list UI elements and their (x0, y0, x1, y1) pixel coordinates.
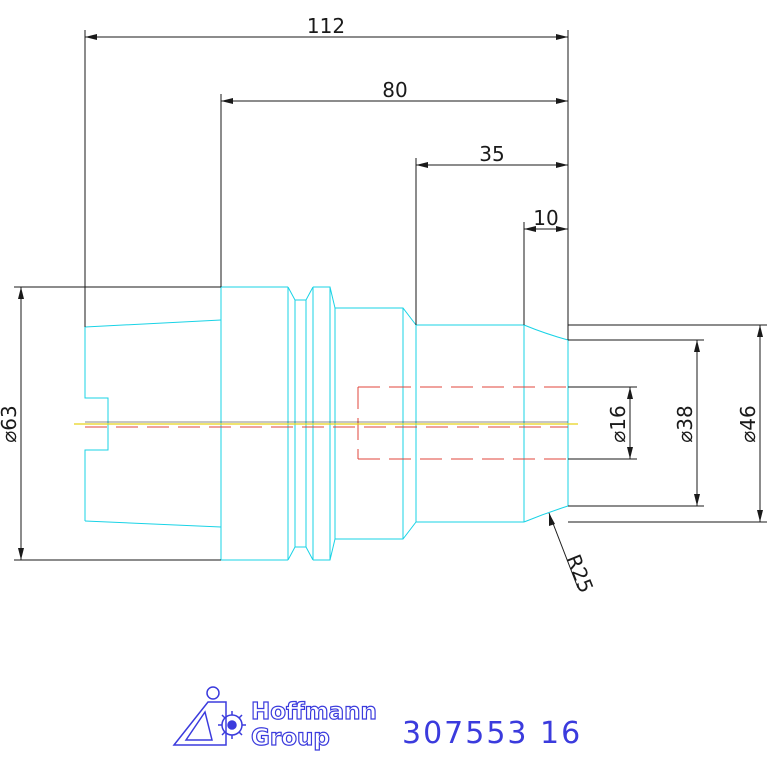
dim-diameter-63: ⌀63 (0, 405, 21, 443)
center-line (74, 421, 578, 425)
collet-taper-upper (84, 319, 222, 328)
dim-length-35: 35 (479, 142, 504, 166)
dim-diameter-38: ⌀38 (673, 405, 697, 443)
collet-taper-lower (84, 520, 222, 528)
logo-line1: Hoffmann (251, 699, 377, 725)
logo-mark-icon (172, 686, 246, 746)
dim-diameter-46: ⌀46 (736, 405, 760, 443)
hidden-bore (85, 386, 568, 460)
dimension-lines (14, 30, 767, 589)
dim-length-112: 112 (307, 14, 345, 38)
dim-length-10: 10 (533, 206, 558, 230)
dim-diameter-16: ⌀16 (606, 405, 630, 443)
dimension-arrows (18, 34, 763, 560)
dim-length-80: 80 (382, 78, 407, 102)
part-number: 307553 16 (402, 716, 582, 751)
part-outline (84, 286, 569, 561)
hoffmann-logo: Hoffmann Group (172, 686, 378, 752)
dim-radius-25: R25 (561, 551, 598, 596)
logo-line2: Group (251, 725, 330, 751)
